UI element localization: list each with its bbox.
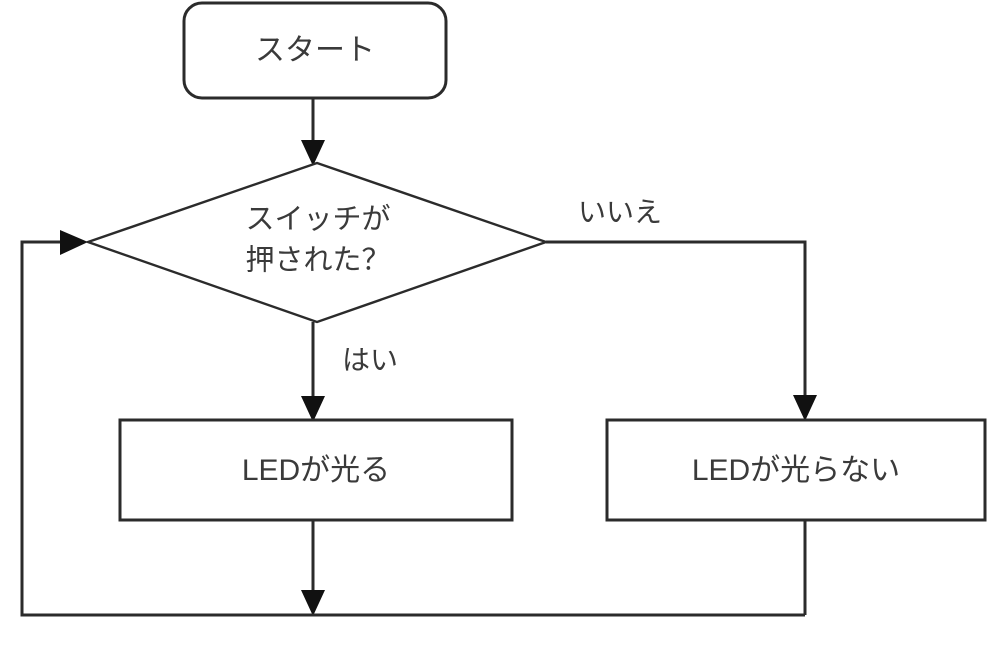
decision-node-label-line2: 押された？ [245, 244, 390, 277]
start-node-label: スタート [255, 34, 375, 67]
arrow-head-icon [60, 230, 88, 255]
edge-label-no: いいえ [578, 196, 662, 227]
node-start[interactable]: スタート [182, 1, 448, 100]
node-process-led-off[interactable]: LEDが光らない [605, 418, 987, 522]
node-decision[interactable]: スイッチが 押された？ [84, 161, 550, 324]
connector-start-to-decision [301, 98, 325, 166]
arrow-head-icon [793, 395, 817, 421]
edge-label-yes: はい [342, 344, 398, 375]
connector-yes-to-merge [301, 520, 325, 616]
connector-loop-back [20, 230, 805, 617]
process-led-on-shape [118, 418, 514, 522]
decision-node-shape [84, 161, 550, 324]
process-led-off-shape [605, 418, 987, 522]
arrow-head-icon [301, 140, 325, 166]
start-node-shape [182, 1, 448, 100]
arrow-head-icon [301, 590, 325, 616]
connector-decision-yes [301, 322, 325, 422]
process-led-off-label: LEDが光らない [692, 454, 900, 487]
process-led-on-label: LEDが光る [242, 454, 390, 487]
arrow-head-icon [301, 396, 325, 422]
connector-decision-no [546, 240, 817, 421]
node-process-led-on[interactable]: LEDが光る [118, 418, 514, 522]
decision-node-label-line1: スイッチが [245, 203, 390, 236]
